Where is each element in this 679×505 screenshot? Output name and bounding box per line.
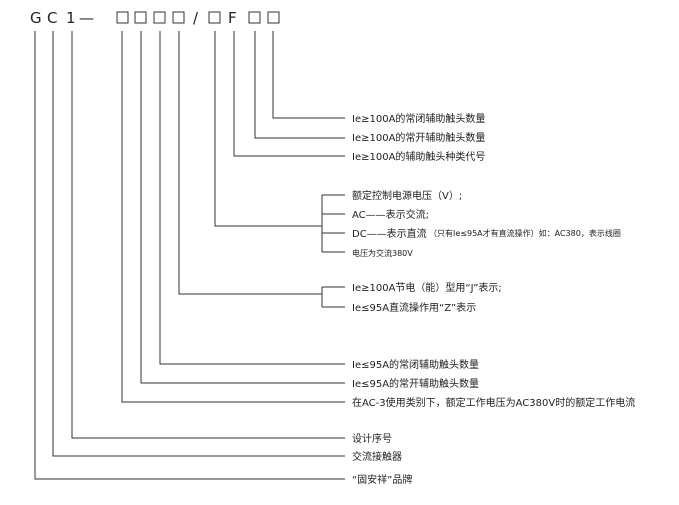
code-box-1	[116, 11, 129, 24]
leader-rated-current	[121, 31, 345, 403]
leader-design-serial	[71, 31, 345, 439]
model-code-header: G C 1 — / F	[30, 9, 280, 27]
code-letter-f: F	[228, 9, 237, 27]
code-box-4	[172, 11, 185, 24]
leader-ac-contactor	[52, 31, 345, 457]
label-brand: “固安祥”品牌	[352, 473, 412, 486]
label-nc-aux-le95: Ie≤95A的常闭辅助触头数量	[352, 358, 479, 371]
leader-nc-aux-le95	[159, 31, 345, 365]
leader-nc-aux-ge100	[272, 31, 345, 119]
code-box-2	[134, 11, 147, 24]
code-digit-1: 1	[66, 9, 76, 27]
leader-control-voltage	[214, 31, 322, 227]
label-ac-contactor: 交流接触器	[352, 450, 402, 463]
leader-no-aux-ge100	[254, 31, 345, 139]
code-dash: —	[79, 9, 94, 27]
label-aux-type-ge100: Ie≥100A的辅助触头种类代号	[352, 150, 485, 163]
description-labels: Ie≥100A的常闭辅助触头数量 Ie≥100A的常开辅助触头数量 Ie≥100…	[352, 112, 635, 486]
label-nc-aux-ge100: Ie≥100A的常闭辅助触头数量	[352, 112, 485, 125]
label-control-voltage-line1: 额定控制电源电压（V）;	[352, 189, 462, 202]
label-control-voltage-line3: DC——表示直流	[352, 227, 427, 240]
label-control-voltage-line4: 电压为交流380V	[352, 248, 413, 258]
code-slash: /	[193, 9, 199, 27]
label-energy-saving-line1: Ie≥100A节电（能）型用“J”表示;	[352, 281, 502, 294]
code-box-6	[248, 11, 261, 24]
label-energy-saving-line2: Ie≤95A直流操作用“Z”表示	[352, 301, 476, 314]
code-letter-c: C	[47, 9, 57, 27]
code-letter-g: G	[30, 9, 42, 27]
code-box-3	[153, 11, 166, 24]
connector-lines	[34, 31, 345, 480]
label-design-serial: 设计序号	[352, 432, 392, 445]
label-rated-current: 在AC-3使用类别下，额定工作电压为AC380V时的额定工作电流	[352, 396, 635, 409]
leader-energy-saving	[178, 31, 322, 295]
label-control-voltage-line2: AC——表示交流;	[352, 208, 429, 221]
code-box-7	[267, 11, 280, 24]
leader-aux-type-ge100	[233, 31, 345, 157]
leader-brand	[34, 31, 345, 480]
code-box-5	[208, 11, 221, 24]
label-control-voltage-note: （只有Ie≤95A才有直流操作）如：AC380，表示线圈	[429, 228, 621, 238]
leader-no-aux-le95	[140, 31, 345, 384]
label-no-aux-ge100: Ie≥100A的常开辅助触头数量	[352, 131, 485, 144]
label-no-aux-le95: Ie≤95A的常开辅助触头数量	[352, 377, 479, 390]
